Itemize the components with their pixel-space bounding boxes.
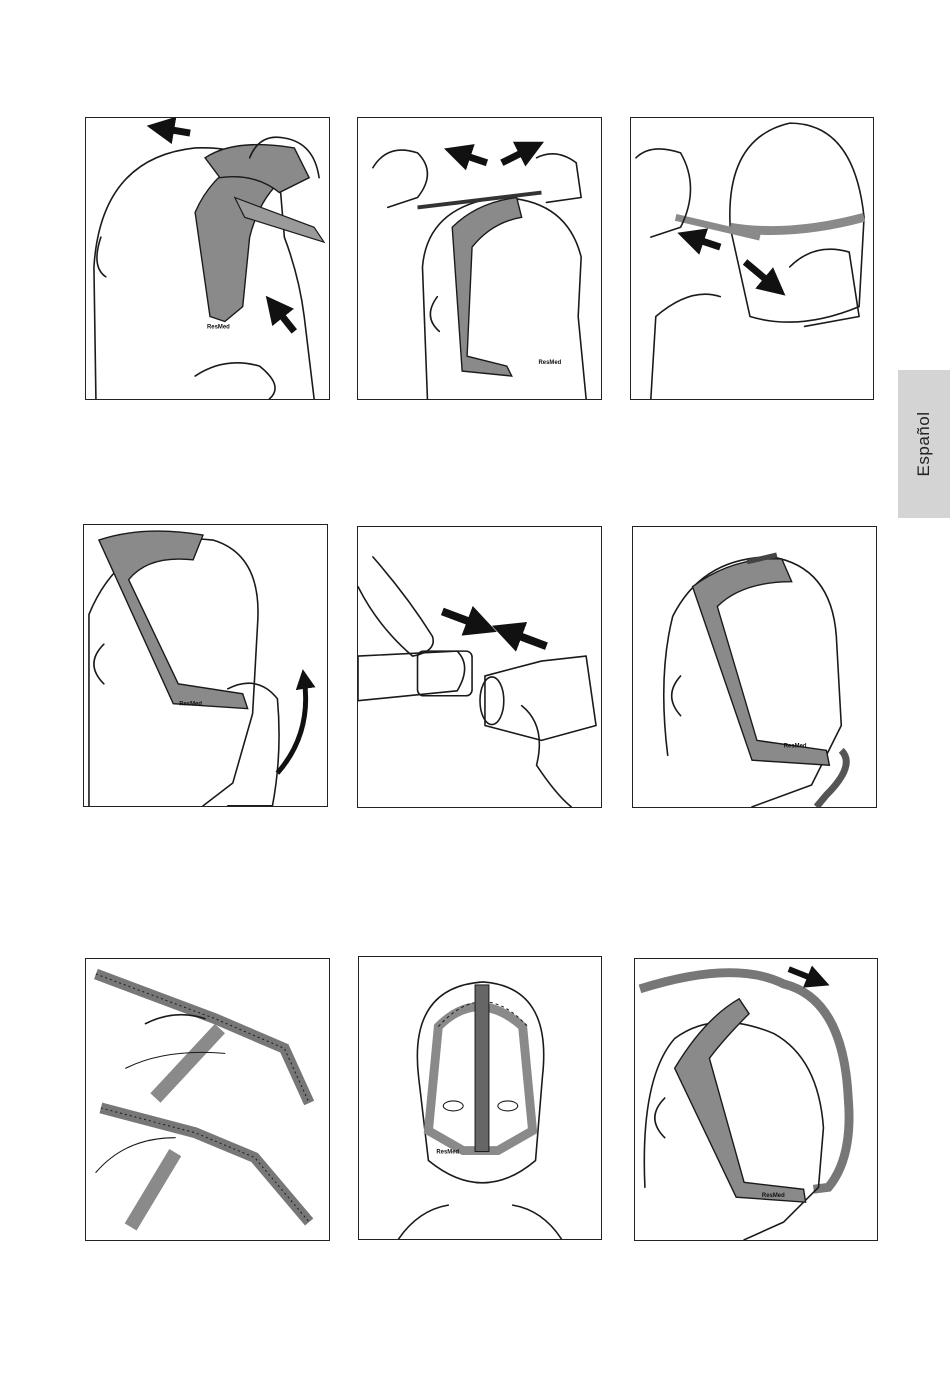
panel-step-5 [357, 526, 602, 808]
step-5-illustration [358, 527, 601, 807]
panel-step-7 [85, 958, 330, 1241]
step-4-illustration: ResMed [84, 525, 327, 806]
left-arrow-icon [507, 631, 547, 646]
step-8-illustration: ResMed [359, 957, 601, 1239]
step-3-illustration [631, 118, 873, 399]
left-arrow-icon [457, 153, 487, 163]
step-9-illustration: ResMed [635, 959, 877, 1240]
step-7-illustration [86, 959, 329, 1240]
step-6-illustration: ResMed [633, 527, 876, 807]
resmed-logo: ResMed [539, 360, 562, 366]
left-arrow-icon [160, 128, 190, 133]
panel-step-1: ResMed [85, 117, 330, 400]
resmed-logo: ResMed [784, 743, 807, 749]
panel-step-3 [630, 117, 874, 400]
panel-step-2: ResMed [357, 117, 602, 400]
panel-step-8: ResMed [358, 956, 602, 1240]
left-arrow-icon [691, 237, 721, 247]
step-2-illustration: ResMed [358, 118, 601, 399]
down-right-arrow-icon [745, 262, 775, 287]
language-label: Español [914, 412, 934, 477]
resmed-logo: ResMed [762, 1193, 785, 1199]
resmed-logo: ResMed [436, 1150, 459, 1156]
resmed-logo: ResMed [207, 324, 230, 330]
language-side-tab: Español [898, 370, 950, 518]
resmed-logo: ResMed [179, 702, 202, 708]
up-arrow-icon [274, 307, 294, 332]
curved-double-arrow-icon [277, 679, 305, 773]
right-arrow-icon [442, 611, 482, 626]
step-1-illustration: ResMed [86, 118, 329, 399]
panel-step-6: ResMed [632, 526, 877, 808]
panel-step-9: ResMed [634, 958, 878, 1241]
right-arrow-icon [502, 148, 532, 163]
right-arrow-icon [789, 969, 819, 981]
panel-step-4: ResMed [83, 524, 328, 807]
